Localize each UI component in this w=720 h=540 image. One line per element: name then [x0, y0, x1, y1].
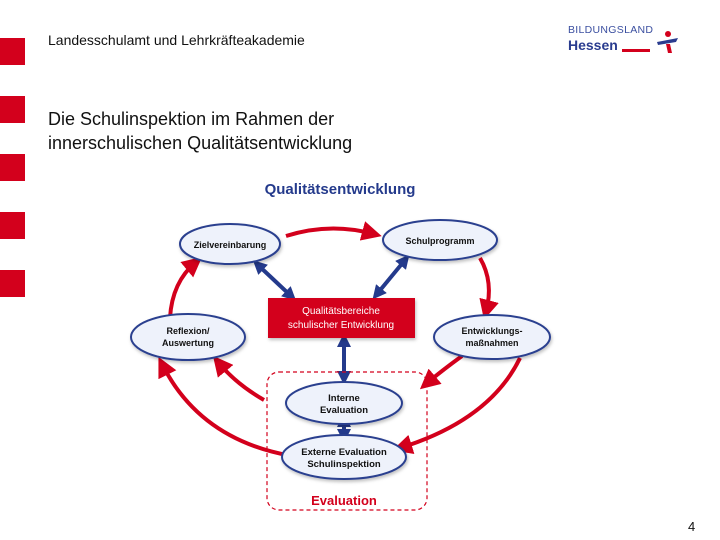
evaluation-label: Evaluation — [311, 493, 377, 508]
slide-title-line1: Die Schulinspektion im Rahmen der — [48, 109, 335, 129]
arrow-entwicklung-to-externe — [392, 357, 522, 454]
center-box-line2: schulischer Entwicklung — [288, 320, 394, 331]
arrow-reflexion-to-ziel — [168, 256, 203, 319]
node-entwicklung-line1: Entwicklungs- — [461, 326, 522, 336]
red-square-5 — [0, 270, 25, 297]
red-square-4 — [0, 212, 25, 239]
node-zielvereinbarung-label: Zielvereinbarung — [194, 240, 267, 250]
page-number: 4 — [688, 519, 696, 534]
logo-text-line2: Hessen — [568, 37, 618, 53]
node-reflexion — [130, 313, 246, 361]
slide-title: Die Schulinspektion im Rahmen der inners… — [48, 107, 352, 155]
node-reflexion-line1: Reflexion/ — [166, 326, 210, 336]
bildungsland-hessen-logo: BILDUNGSLAND Hessen — [566, 22, 686, 60]
arrow-schulprogramm-center — [372, 254, 410, 300]
side-decoration — [0, 38, 25, 328]
arrow-interne-to-reflexion — [212, 355, 265, 402]
evaluation-frame — [266, 371, 428, 511]
node-externe-evaluation — [281, 434, 407, 480]
arrow-ziel-to-schulprogramm — [285, 221, 382, 241]
node-schulprogramm — [382, 219, 498, 261]
logo-text-line1: BILDUNGSLAND — [568, 24, 654, 36]
node-schulprogramm-label: Schulprogramm — [405, 236, 474, 246]
node-interne-line2: Evaluation — [320, 405, 368, 416]
logo-red-bar — [622, 49, 650, 52]
logo-figure-icon — [657, 31, 678, 53]
arrow-schulprogramm-to-entwicklung — [478, 256, 499, 320]
arrow-entwicklung-to-interne — [419, 354, 464, 390]
node-zielvereinbarung — [179, 223, 281, 265]
center-box-line1: Qualitätsbereiche — [302, 306, 380, 317]
slide-title-line2: innerschulischen Qualitätsentwicklung — [48, 133, 353, 153]
red-square-3 — [0, 154, 25, 181]
institution-name: Landesschulamt und Lehrkräfteakademie — [48, 32, 305, 48]
center-box — [268, 298, 415, 338]
node-entwicklungsmassnahmen — [433, 314, 551, 360]
node-interne-evaluation — [285, 381, 403, 425]
arrow-ziel-center — [252, 260, 297, 301]
node-entwicklung-line2: maßnahmen — [465, 338, 518, 348]
node-interne-line1: Interne — [328, 393, 360, 404]
arrow-externe-to-reflexion — [158, 356, 293, 458]
node-reflexion-line2: Auswertung — [162, 338, 214, 348]
diagram-heading: Qualitätsentwicklung — [265, 181, 416, 198]
red-square-2 — [0, 96, 25, 123]
red-square-1 — [0, 38, 25, 65]
node-externe-line2: Schulinspektion — [307, 459, 381, 470]
node-externe-line1: Externe Evaluation — [301, 447, 387, 458]
